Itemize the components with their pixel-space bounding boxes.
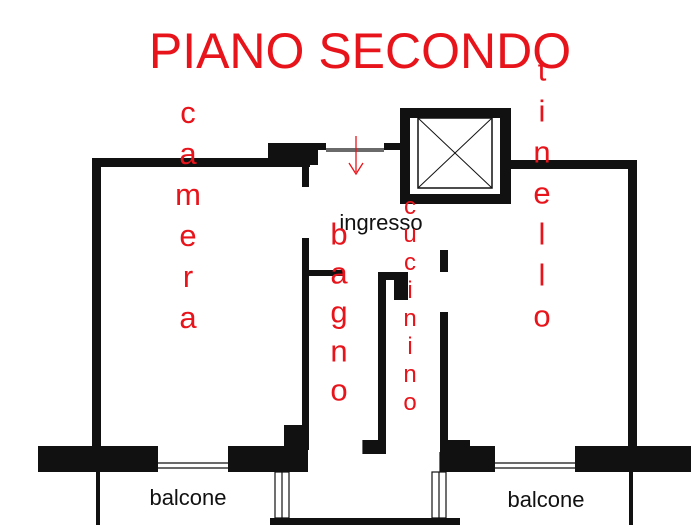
room-label-balcone-left: balcone bbox=[149, 485, 226, 510]
openings bbox=[158, 148, 575, 519]
entrance-arrow-icon bbox=[348, 136, 364, 176]
page-title: PIANO SECONDO bbox=[149, 23, 571, 79]
elevator-shaft-icon bbox=[417, 117, 493, 189]
room-label-ingresso: ingresso bbox=[339, 210, 422, 235]
walls bbox=[38, 108, 691, 525]
room-label-camera: camera bbox=[171, 95, 206, 341]
room-label-cucinino: cucinino bbox=[397, 193, 424, 417]
room-label-balcone-right: balcone bbox=[507, 487, 584, 512]
room-label-bagno: bagno bbox=[322, 217, 357, 412]
room-label-tinello: tinello bbox=[525, 53, 560, 340]
